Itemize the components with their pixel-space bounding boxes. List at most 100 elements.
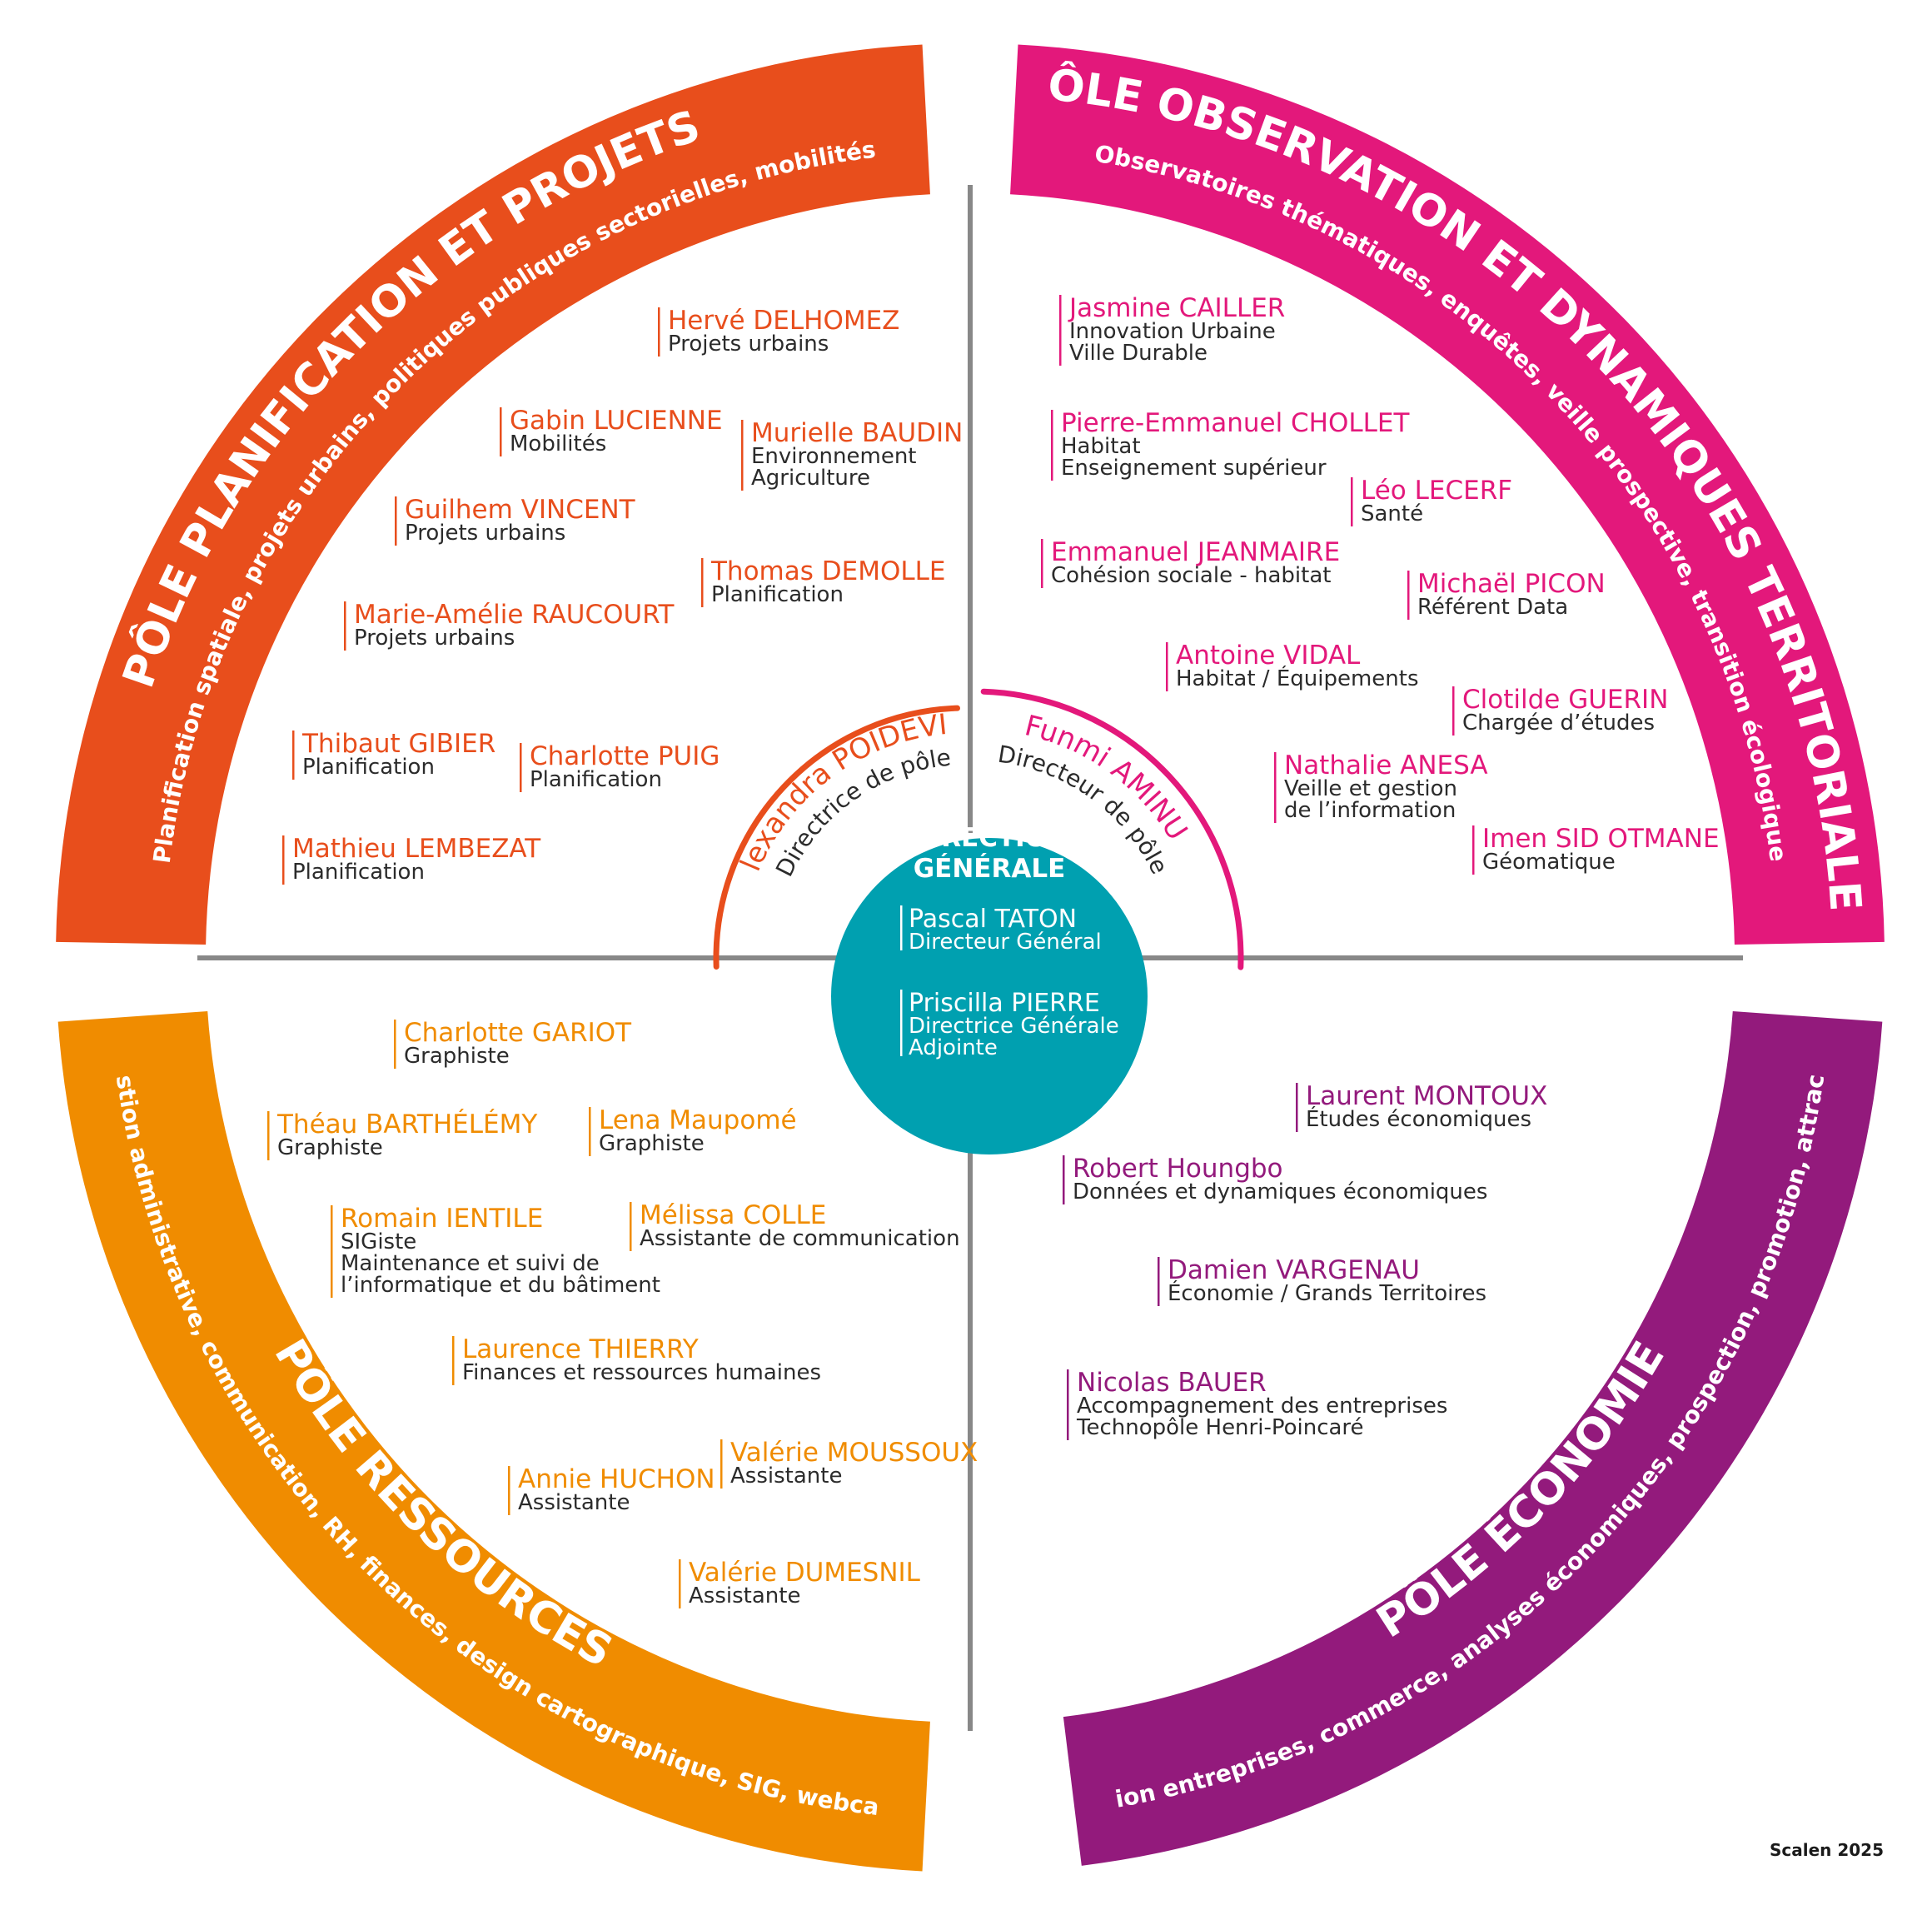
- member-accent-bar: [1063, 1155, 1065, 1204]
- member-name: Murielle BAUDIN: [751, 418, 963, 448]
- member-role: Santé: [1361, 501, 1423, 526]
- member-accent-bar: [1051, 410, 1053, 481]
- member-name: Valérie MOUSSOUX: [730, 1438, 978, 1468]
- direction-member-role: Adjointe: [909, 1035, 998, 1060]
- member-name: Pierre-Emmanuel CHOLLET: [1061, 408, 1411, 438]
- direction-title-line2: GÉNÉRALE: [914, 854, 1066, 884]
- member-accent-bar: [1274, 752, 1277, 823]
- member-accent-bar: [1296, 1083, 1298, 1132]
- member-name: Charlotte PUIG: [530, 741, 720, 771]
- member-role: Géomatique: [1482, 850, 1616, 875]
- member-role: Veille et gestion: [1284, 776, 1457, 801]
- member-role: Études économiques: [1306, 1105, 1531, 1132]
- member-name: Mathieu LEMBEZAT: [292, 834, 541, 864]
- direction-circle: [831, 838, 1148, 1154]
- member-name: Emmanuel JEANMAIRE: [1051, 537, 1340, 567]
- member-role: Référent Data: [1417, 595, 1568, 620]
- member-accent-bar: [1351, 477, 1353, 526]
- member-accent-bar: [1452, 686, 1455, 736]
- member-accent-bar: [589, 1107, 591, 1156]
- member-name: Marie-Amélie RAUCOURT: [354, 600, 675, 630]
- member-role: Ville Durable: [1069, 341, 1208, 366]
- member-role: Économie / Grands Territoires: [1168, 1279, 1486, 1306]
- member-name: Nathalie ANESA: [1284, 751, 1488, 780]
- planification-ring-segment: [56, 44, 930, 945]
- member-accent-bar: [1067, 1369, 1069, 1440]
- member-name: Hervé DELHOMEZ: [668, 306, 899, 336]
- member-role: de l’information: [1284, 798, 1456, 823]
- member-name: Antoine VIDAL: [1176, 641, 1361, 671]
- member-accent-bar: [267, 1111, 270, 1160]
- member-name: Thibaut GIBIER: [301, 729, 495, 759]
- member-accent-bar: [282, 835, 285, 885]
- planification-director-arc: [713, 705, 961, 970]
- member-role: Enseignement supérieur: [1061, 456, 1327, 481]
- member-name: Jasmine CAILLER: [1068, 293, 1285, 323]
- member-role: Environnement: [751, 444, 917, 469]
- member-accent-bar: [508, 1466, 510, 1515]
- observation-director-arc: [980, 688, 1244, 970]
- member-name: Imen SID OTMANE: [1482, 824, 1720, 854]
- member-name: Michaël PICON: [1417, 569, 1606, 599]
- member-accent-bar: [344, 601, 346, 651]
- member-name: Thomas DEMOLLE: [710, 556, 945, 586]
- member-accent-bar: [395, 496, 397, 546]
- member-accent-bar: [679, 1559, 681, 1608]
- member-accent-bar: [1166, 642, 1168, 691]
- member-role: Habitat / Équipements: [1176, 665, 1419, 691]
- member-name: Théau BARTHÉLÉMY: [276, 1110, 537, 1140]
- member-role: Données et dynamiques économiques: [1073, 1179, 1487, 1204]
- member-accent-bar: [701, 558, 704, 607]
- member-accent-bar: [1041, 539, 1043, 588]
- member-accent-bar: [331, 1205, 333, 1298]
- member-name: Guilhem VINCENT: [405, 495, 636, 525]
- member-role: Planification: [302, 755, 435, 780]
- member-accent-bar: [1059, 295, 1062, 366]
- economie-ring-segment: [1063, 1011, 1883, 1866]
- member-name: Nicolas BAUER: [1077, 1368, 1267, 1398]
- member-role: Projets urbains: [354, 626, 515, 651]
- member-role: l’informatique et du bâtiment: [341, 1273, 660, 1298]
- observation-ring-segment: [1010, 44, 1885, 945]
- member-role: Planification: [711, 582, 844, 607]
- member-accent-bar: [520, 743, 522, 792]
- member-role: Maintenance et suivi de: [341, 1251, 600, 1276]
- member-name: Lena Maupomé: [599, 1105, 797, 1135]
- member-accent-bar: [292, 731, 295, 780]
- member-role: Planification: [292, 860, 425, 885]
- member-role: Assistante de communication: [640, 1226, 960, 1251]
- member-role: Innovation Urbaine: [1069, 319, 1276, 344]
- member-accent-bar: [394, 1020, 396, 1069]
- member-role: Graphiste: [404, 1044, 510, 1069]
- sector-dividers: [197, 185, 1743, 1731]
- ressources-ring-segment: [57, 1011, 930, 1872]
- member-name: Laurent MONTOUX: [1306, 1081, 1547, 1111]
- pole-ring-segments: [56, 44, 1885, 1872]
- member-name: Charlotte GARIOT: [404, 1018, 632, 1048]
